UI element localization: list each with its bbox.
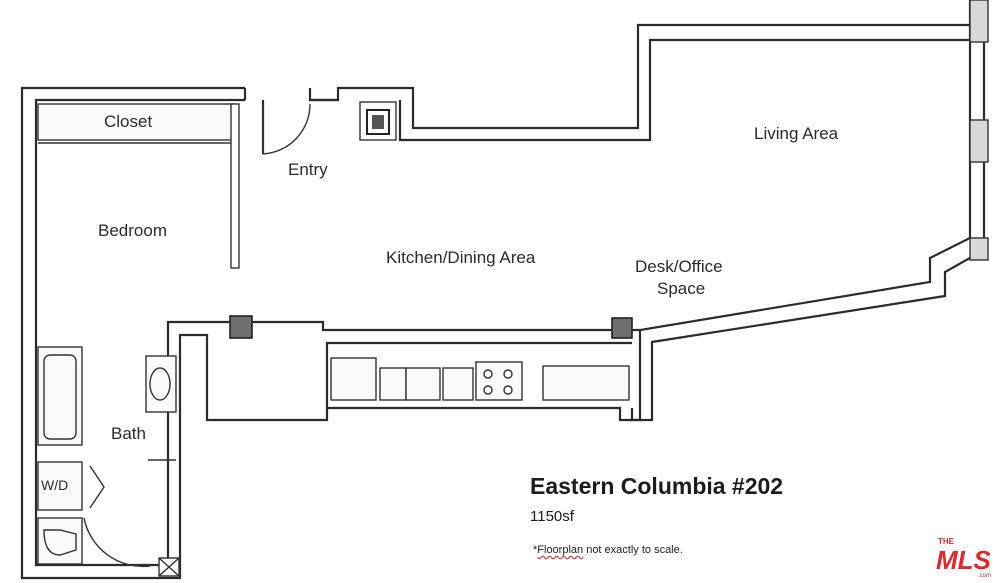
outer-walls [20, 23, 970, 580]
closet-label: Closet [104, 112, 153, 131]
kitchen-dining-label: Kitchen/Dining Area [386, 248, 536, 267]
listing-area: 1150sf [530, 508, 574, 525]
scale-note: *Floorplan not exactly to scale. [533, 544, 683, 556]
logo-main-text: MLS [936, 545, 992, 575]
fireplace [359, 101, 397, 141]
living-area-label: Living Area [754, 124, 839, 143]
right-facade [327, 0, 989, 422]
entry-door-swing [262, 103, 311, 155]
bath-label: Bath [111, 424, 146, 443]
desk-office-label: Desk/Office [635, 257, 723, 276]
closet-outline [37, 103, 240, 269]
note-prefix: * [533, 544, 538, 556]
bedroom-label: Bedroom [98, 221, 167, 240]
washer-dryer-label: W/D [41, 477, 69, 493]
listing-title: Eastern Columbia #202 [530, 473, 784, 499]
column-left [229, 315, 253, 339]
logo-small-text: THE [938, 537, 955, 546]
logo-suffix: .com [978, 573, 991, 579]
note-rest: not exactly to scale. [583, 544, 683, 556]
bath-fixtures [37, 346, 180, 577]
desk-space-label: Space [657, 279, 706, 298]
mls-logo: THE MLS .com [936, 537, 992, 579]
entry-label: Entry [288, 160, 328, 179]
column-right [611, 317, 633, 339]
kitchen-counter [330, 357, 630, 401]
note-underlined: Floorplan [537, 544, 584, 556]
